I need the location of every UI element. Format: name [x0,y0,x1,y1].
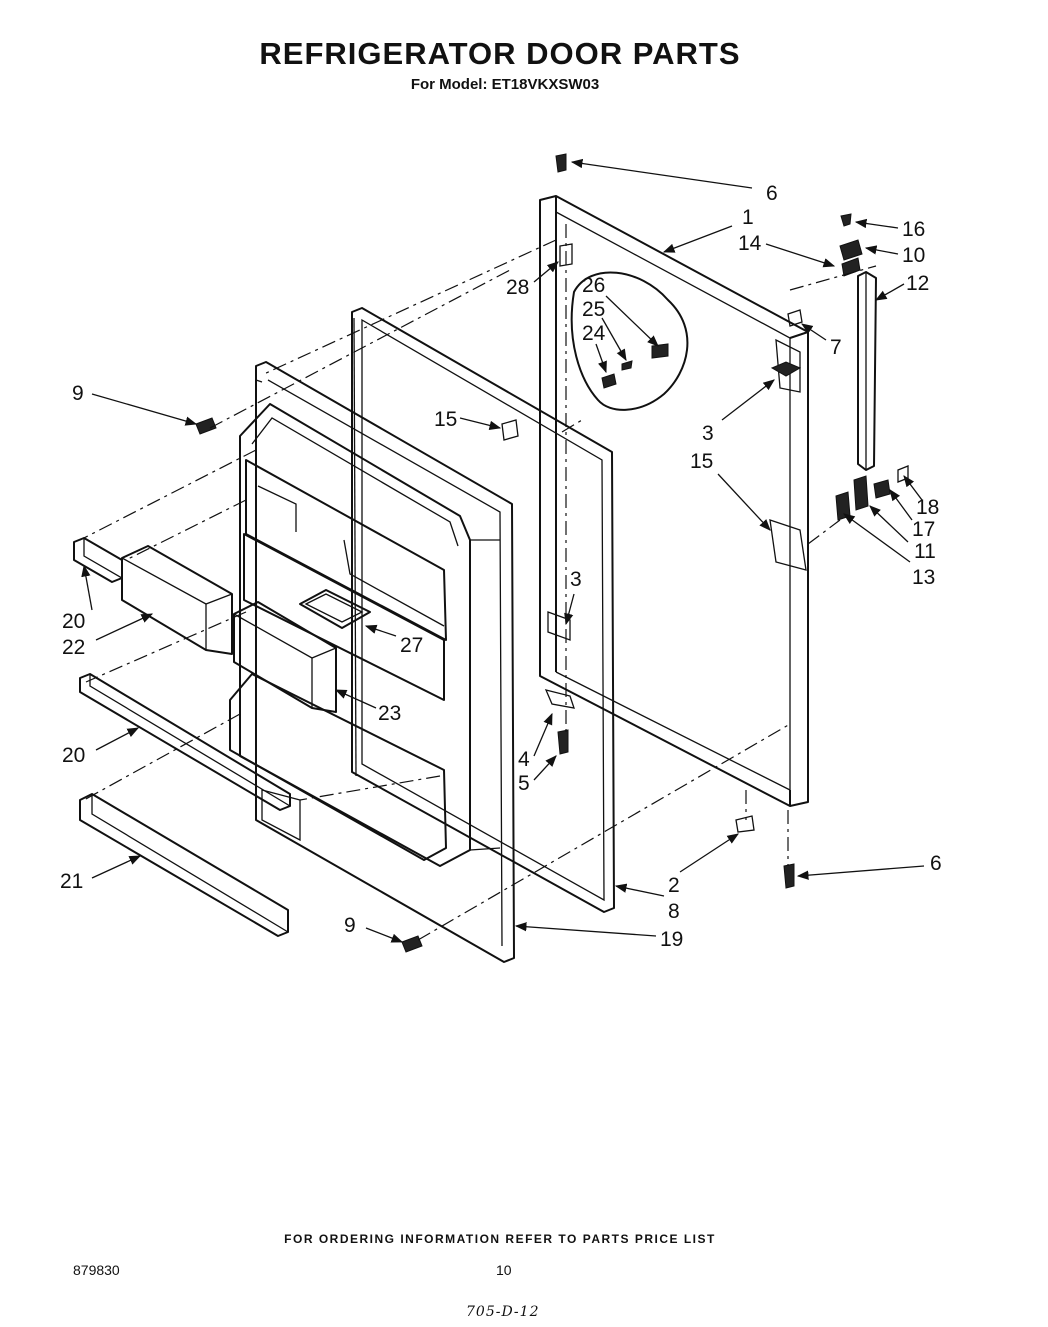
callout-6-top: 6 [766,182,778,205]
ordering-note: FOR ORDERING INFORMATION REFER TO PARTS … [284,1232,716,1246]
handle-detail-cutaway [570,271,689,411]
callout-22: 22 [62,636,85,659]
callout-16: 16 [902,218,925,241]
callout-7: 7 [830,336,842,359]
callout-10: 10 [902,244,925,267]
callout-18: 18 [916,496,939,519]
callout-14: 14 [738,232,762,255]
callout-24: 24 [582,322,606,345]
callout-4: 4 [518,748,530,771]
model-subtitle: For Model: ET18VKXSW03 [410,76,600,93]
callout-21: 21 [60,870,83,893]
callout-28: 28 [506,276,529,299]
callout-11: 11 [914,540,936,563]
alignment-lines [79,224,877,941]
hinge-and-screws [195,153,803,953]
callout-labels: 6 1 16 14 10 12 28 26 25 24 7 9 15 3 15 … [60,182,942,951]
handwritten-note: 705-D-12 [466,1304,540,1320]
door-handle [839,213,877,471]
callout-5: 5 [518,772,530,795]
callout-20-top: 20 [62,610,85,633]
callout-9-top: 9 [72,382,84,405]
callout-3-center: 3 [570,568,582,591]
callout-6-bottom: 6 [930,852,942,875]
inner-door-liner [229,361,515,963]
shelf-rail-21 [79,793,289,937]
outer-door-panel [539,195,809,807]
callout-2: 2 [668,874,680,897]
page-number: 10 [496,1262,512,1278]
callout-23: 23 [378,702,401,725]
callout-15-left: 15 [434,408,457,431]
callout-26: 26 [582,274,605,297]
callout-25: 25 [582,298,605,321]
callout-19: 19 [660,928,683,951]
callout-1: 1 [742,206,754,229]
callout-27: 27 [400,634,423,657]
callout-9-bottom: 9 [344,914,356,937]
callout-15-right: 15 [690,450,713,473]
leader-arrows [81,158,925,943]
shelf-bin-22 [121,545,233,655]
page-title: REFRIGERATOR DOOR PARTS [259,36,741,71]
callout-17: 17 [912,518,935,541]
shelf-bar-20-lower [79,673,291,811]
callout-3-right: 3 [702,422,714,445]
shelf-bar-20-upper [73,537,123,583]
document-number: 879830 [73,1262,120,1278]
callout-13: 13 [912,566,935,589]
shelf-bin-23 [233,601,337,713]
callout-20-bottom: 20 [62,744,85,767]
callout-12: 12 [906,272,929,295]
handle-mount-hardware [835,465,909,521]
callout-8: 8 [668,900,680,923]
